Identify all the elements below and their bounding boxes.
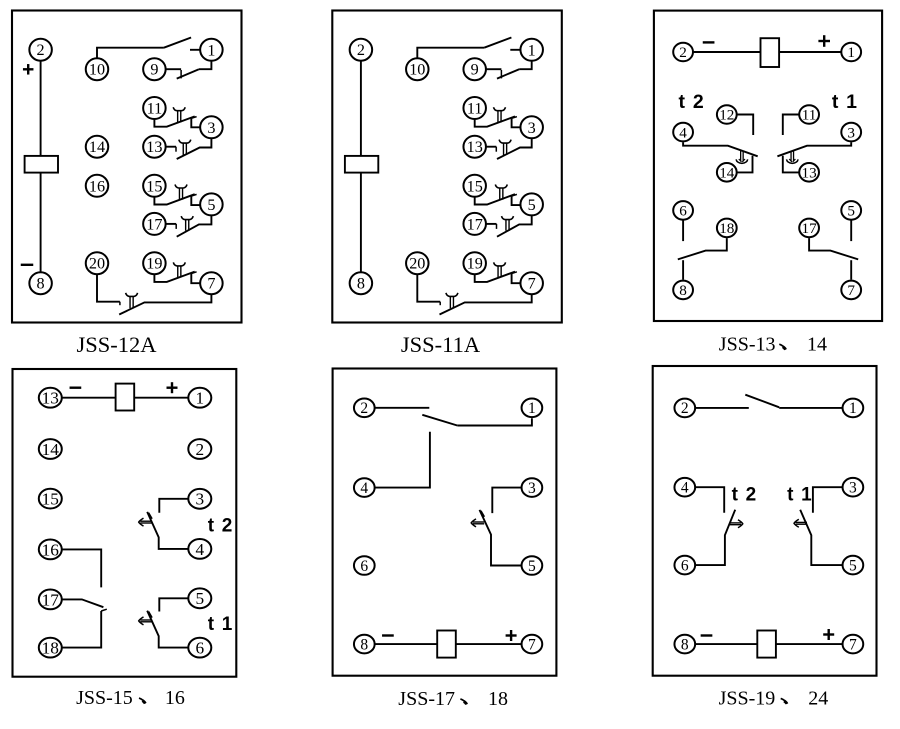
svg-text:19: 19 — [467, 255, 483, 273]
svg-text:3: 3 — [195, 490, 204, 509]
svg-text:4: 4 — [195, 540, 204, 559]
svg-text:9: 9 — [471, 61, 479, 79]
svg-text:t 1: t 1 — [787, 484, 813, 505]
svg-text:4: 4 — [679, 124, 687, 141]
svg-text:16: 16 — [89, 177, 105, 195]
svg-text:1: 1 — [847, 44, 855, 61]
svg-text:13: 13 — [42, 389, 59, 408]
svg-text:6: 6 — [360, 558, 368, 575]
svg-text:16: 16 — [165, 687, 185, 709]
svg-text:11: 11 — [802, 107, 817, 124]
svg-text:18: 18 — [719, 220, 735, 237]
svg-text:7: 7 — [847, 282, 855, 299]
svg-text:7: 7 — [207, 275, 215, 293]
svg-text:6: 6 — [679, 203, 687, 220]
svg-text:17: 17 — [42, 590, 60, 609]
svg-text:3: 3 — [528, 480, 536, 497]
svg-text:JSS-17: JSS-17 — [398, 688, 455, 710]
svg-text:20: 20 — [409, 255, 425, 273]
svg-text:3: 3 — [849, 479, 857, 496]
svg-text:20: 20 — [89, 255, 105, 273]
svg-text:15: 15 — [467, 177, 483, 195]
svg-text:2: 2 — [37, 41, 45, 59]
svg-text:t 1: t 1 — [832, 91, 858, 113]
svg-text:8: 8 — [679, 282, 687, 299]
svg-text:5: 5 — [847, 203, 855, 220]
svg-text:t 2: t 2 — [208, 515, 234, 536]
svg-text:18: 18 — [488, 688, 508, 710]
svg-text:2: 2 — [681, 400, 689, 417]
svg-text:18: 18 — [42, 638, 59, 657]
svg-text:10: 10 — [409, 61, 425, 79]
svg-text:19: 19 — [146, 255, 162, 273]
svg-text:6: 6 — [195, 638, 204, 657]
svg-text:14: 14 — [42, 440, 60, 459]
svg-text:JSS-19: JSS-19 — [719, 688, 776, 710]
svg-text:5: 5 — [849, 557, 857, 574]
svg-text:4: 4 — [681, 479, 689, 496]
svg-text:17: 17 — [802, 220, 818, 237]
svg-text:3: 3 — [847, 124, 855, 141]
svg-text:2: 2 — [195, 440, 204, 459]
svg-text:1: 1 — [207, 41, 215, 59]
svg-text:7: 7 — [849, 636, 857, 653]
svg-text:2: 2 — [360, 400, 368, 417]
svg-text:24: 24 — [808, 688, 828, 710]
svg-text:1: 1 — [528, 400, 536, 417]
svg-text:JSS-15: JSS-15 — [76, 687, 133, 709]
svg-text:5: 5 — [207, 196, 215, 214]
svg-text:10: 10 — [89, 61, 105, 79]
svg-text:JSS-13: JSS-13 — [719, 333, 776, 355]
svg-text:5: 5 — [195, 589, 204, 608]
svg-text:4: 4 — [360, 480, 368, 497]
svg-text:17: 17 — [146, 215, 162, 233]
svg-text:1: 1 — [195, 389, 204, 408]
svg-text:13: 13 — [146, 138, 162, 156]
svg-text:JSS-11A: JSS-11A — [401, 332, 481, 357]
svg-text:12: 12 — [719, 107, 734, 124]
svg-text:15: 15 — [146, 177, 162, 195]
svg-text:5: 5 — [528, 196, 536, 214]
svg-text:2: 2 — [357, 41, 365, 59]
svg-text:JSS-12A: JSS-12A — [76, 332, 157, 357]
svg-text:9: 9 — [150, 61, 158, 79]
svg-text:1: 1 — [528, 41, 536, 59]
svg-text:8: 8 — [37, 275, 45, 293]
svg-text:8: 8 — [357, 275, 365, 293]
svg-text:8: 8 — [360, 636, 368, 653]
svg-text:5: 5 — [528, 558, 536, 575]
svg-text:14: 14 — [719, 164, 735, 181]
svg-text:1: 1 — [849, 400, 857, 417]
svg-text:14: 14 — [807, 333, 827, 355]
svg-text:3: 3 — [528, 119, 536, 137]
svg-text:15: 15 — [42, 489, 59, 508]
svg-text:11: 11 — [147, 100, 163, 118]
svg-text:6: 6 — [681, 557, 689, 574]
svg-text:17: 17 — [467, 215, 483, 233]
svg-text:11: 11 — [467, 100, 483, 118]
svg-text:t 2: t 2 — [732, 484, 758, 505]
svg-text:t 1: t 1 — [208, 614, 234, 635]
svg-text:8: 8 — [681, 636, 689, 653]
svg-text:7: 7 — [528, 636, 536, 653]
svg-text:t 2: t 2 — [679, 91, 705, 113]
svg-text:7: 7 — [528, 275, 536, 293]
svg-text:16: 16 — [42, 540, 60, 559]
svg-text:13: 13 — [802, 164, 817, 181]
svg-text:13: 13 — [467, 138, 483, 156]
svg-text:14: 14 — [89, 138, 105, 156]
svg-text:2: 2 — [679, 44, 687, 61]
svg-text:3: 3 — [207, 119, 215, 137]
